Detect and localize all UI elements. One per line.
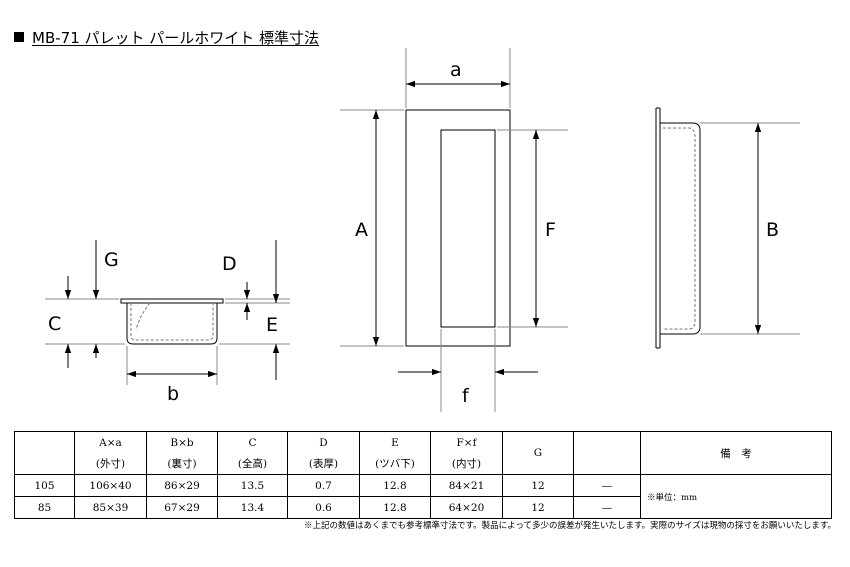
square-bullet-icon <box>14 32 24 42</box>
table-cell: 67×29 <box>146 496 218 519</box>
page-title: MB-71 パレット パールホワイト 標準寸法 <box>14 28 319 48</box>
table-cell: 0.7 <box>287 474 360 497</box>
table-cell: 0.6 <box>287 496 360 519</box>
header-cell: E <box>359 431 431 453</box>
header-cell: C <box>217 431 288 453</box>
table-cell: 85×39 <box>74 496 147 519</box>
section-body <box>126 303 218 345</box>
technical-drawings: a A F f B <box>45 48 800 412</box>
side-view <box>655 107 800 349</box>
table-cell: 105 <box>14 474 75 497</box>
header-cell <box>573 431 641 475</box>
header-cell: A×a <box>74 431 147 453</box>
header-cell: D <box>287 431 360 453</box>
table-cell: 64×20 <box>430 496 503 519</box>
table-cell: 84×21 <box>430 474 503 497</box>
table-cell: 86×29 <box>146 474 218 497</box>
label-B: B <box>766 219 779 241</box>
dimension-table: A×a B×b C D E F×f G 備 考 (外寸) (裏寸) (全高) (… <box>14 431 832 519</box>
table-cell: 85 <box>14 496 75 519</box>
cross-section-view <box>45 240 290 385</box>
label-A: A <box>355 219 368 241</box>
label-a: a <box>450 59 462 81</box>
header-cell: F×f <box>430 431 503 453</box>
table-cell: 13.4 <box>217 496 288 519</box>
footnote: ※上記の数値はあくまでも参考標準寸法です。製品によって多少の誤差が発生いたします… <box>303 521 836 531</box>
table-row: 85 85×39 67×29 13.4 0.6 12.8 64×20 12 — <box>14 496 832 519</box>
header-subcell: (内寸) <box>430 453 503 475</box>
table-cell: 13.5 <box>217 474 288 497</box>
table-row: 105 106×40 86×29 13.5 0.7 12.8 84×21 12 … <box>14 474 832 519</box>
header-subcell: (外寸) <box>74 453 147 475</box>
table-cell: 12 <box>502 474 574 497</box>
label-C: C <box>48 313 61 335</box>
label-G: G <box>104 249 119 271</box>
header-cell: B×b <box>146 431 218 453</box>
label-f: f <box>462 385 470 407</box>
header-subcell: (表厚) <box>287 453 360 475</box>
table-header-row: A×a B×b C D E F×f G 備 考 <box>14 431 832 475</box>
front-view <box>340 48 568 412</box>
side-body-outline <box>660 122 701 335</box>
table-header-row-sub: (外寸) (裏寸) (全高) (表厚) (ツバ下) (内寸) <box>15 453 832 475</box>
label-F: F <box>545 219 556 241</box>
table-cell: — <box>573 474 641 497</box>
front-outer-outline <box>405 109 511 347</box>
label-E: E <box>266 314 278 336</box>
table-cell: 12 <box>502 496 574 519</box>
header-subcell: (ツバ下) <box>359 453 431 475</box>
header-subcell: (裏寸) <box>146 453 218 475</box>
header-cell: G <box>502 431 574 475</box>
header-subcell: (全高) <box>217 453 288 475</box>
header-cell <box>14 431 75 475</box>
table-cell: — <box>573 496 641 519</box>
front-inner-opening <box>440 129 496 328</box>
label-D: D <box>222 253 237 275</box>
header-cell-remarks: 備 考 <box>640 431 832 475</box>
table-cell: 106×40 <box>74 474 147 497</box>
table-cell: 12.8 <box>359 474 431 497</box>
remarks-note: ※単位：mm <box>640 474 832 519</box>
section-flange <box>120 298 224 304</box>
page-title-text: MB-71 パレット パールホワイト 標準寸法 <box>32 29 320 47</box>
table-cell: 12.8 <box>359 496 431 519</box>
label-b: b <box>167 383 179 405</box>
